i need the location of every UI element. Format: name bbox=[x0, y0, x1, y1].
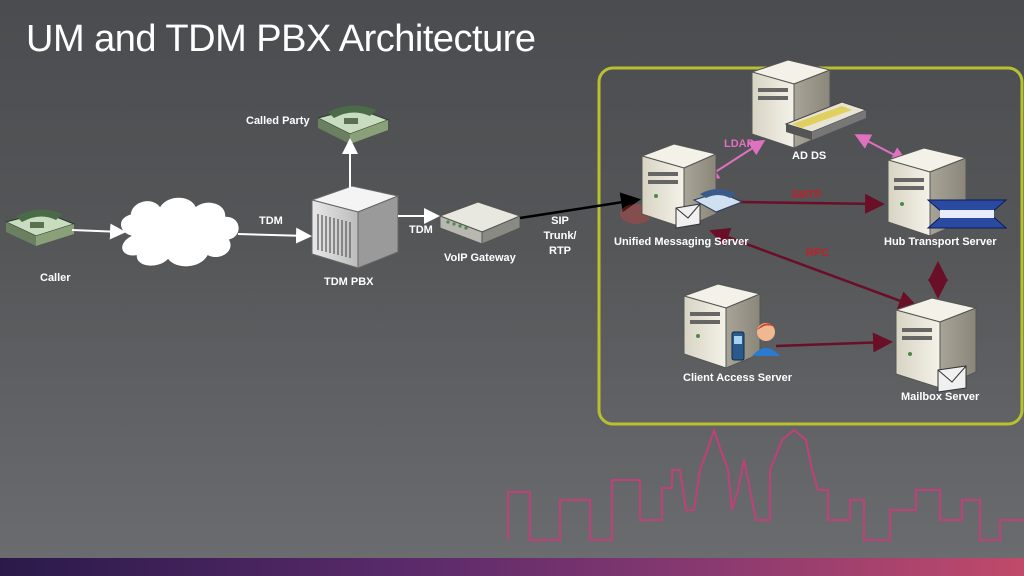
sip-trunk-rtp-label: SIP Trunk/ RTP bbox=[543, 215, 577, 257]
ldap-link-hub bbox=[854, 134, 908, 162]
pstn-label: PSTN bbox=[164, 234, 194, 246]
mailbox-server-icon bbox=[894, 297, 978, 393]
cas-mailbox-link bbox=[775, 332, 893, 353]
ldap-label: LDAP bbox=[724, 138, 754, 150]
smtp-link bbox=[739, 193, 885, 214]
mailbox-server-label: Mailbox Server bbox=[901, 391, 980, 403]
hub-transport-server-icon bbox=[886, 147, 1008, 237]
client-access-server-label: Client Access Server bbox=[683, 372, 793, 384]
rpc-link bbox=[709, 227, 919, 311]
smtp-label: SMTP bbox=[791, 189, 822, 201]
pstn-cloud-icon bbox=[119, 196, 240, 268]
ad-ds-label: AD DS bbox=[792, 150, 827, 162]
pstn-to-pbx-link bbox=[237, 227, 312, 244]
tdm-right-label: TDM bbox=[409, 224, 433, 236]
voip-gateway-icon bbox=[438, 201, 522, 245]
tdm-pbx-label: TDM PBX bbox=[324, 276, 374, 288]
slide-title: UM and TDM PBX Architecture bbox=[26, 18, 536, 60]
tdm-left-label: TDM bbox=[259, 215, 283, 227]
um-server-icon bbox=[620, 143, 744, 229]
um-server-label: Unified Messaging Server bbox=[614, 236, 749, 248]
tdm-pbx-icon bbox=[310, 185, 400, 269]
city-skyline-decoration bbox=[507, 426, 1024, 541]
caller-label: Caller bbox=[40, 272, 71, 284]
bottom-accent-bar bbox=[0, 558, 1024, 576]
caller-phone-icon bbox=[4, 209, 76, 246]
rpc-label: RPC bbox=[806, 247, 830, 259]
voip-gateway-label: VoIP Gateway bbox=[444, 252, 516, 264]
called-party-label: Called Party bbox=[246, 115, 310, 127]
caller-to-pstn-link bbox=[71, 223, 126, 240]
called-party-phone-icon bbox=[316, 105, 390, 144]
sip-trunk-link bbox=[519, 192, 641, 220]
ad-ds-server-icon bbox=[750, 59, 868, 149]
client-access-server-icon bbox=[682, 283, 780, 369]
hub-transport-server-label: Hub Transport Server bbox=[884, 236, 997, 248]
